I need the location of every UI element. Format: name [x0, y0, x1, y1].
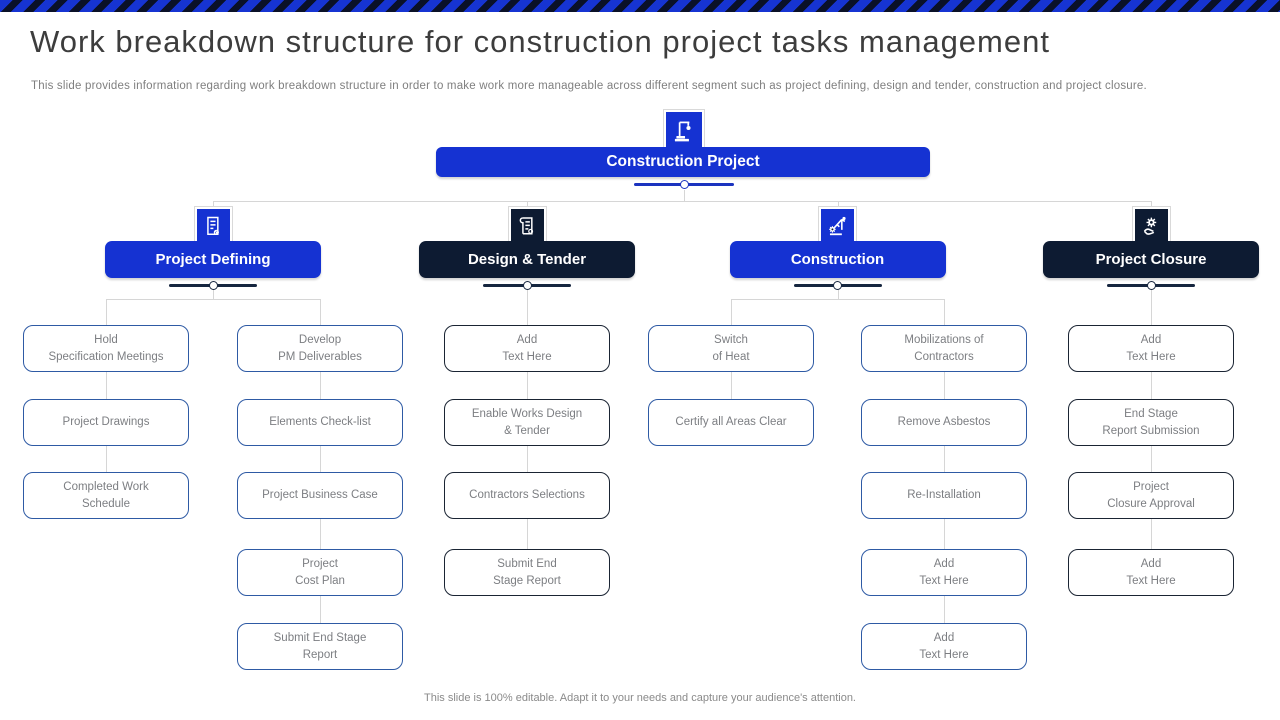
task-box-label: Project Business Case [262, 489, 378, 502]
connector-line [837, 288, 839, 299]
task-box[interactable]: End Stage Report Submission [1068, 399, 1234, 446]
task-box[interactable]: Remove Asbestos [861, 399, 1027, 446]
task-box[interactable]: Project Cost Plan [237, 549, 403, 596]
task-box[interactable]: Add Text Here [1068, 325, 1234, 372]
task-box-label: Elements Check-list [269, 416, 371, 429]
branch-header-label: Project Closure [1095, 251, 1207, 268]
task-box-label: Submit End Stage Report [493, 558, 561, 587]
task-box-label: Add Text Here [1126, 334, 1176, 363]
task-box[interactable]: Completed Work Schedule [23, 472, 189, 519]
document-pen-icon [194, 207, 232, 244]
task-box-label: Switch of Heat [712, 334, 750, 363]
task-box[interactable]: Add Text Here [861, 623, 1027, 670]
task-box-label: Add Text Here [1126, 558, 1176, 587]
task-box-label: Mobilizations of Contractors [904, 334, 984, 363]
branch-header-label: Construction [790, 251, 885, 268]
top-stripe-bar [0, 0, 1280, 12]
task-box-label: Project Cost Plan [295, 558, 345, 587]
root-node-label: Construction Project [606, 153, 760, 170]
task-box[interactable]: Contractors Selections [444, 472, 610, 519]
task-box-label: Add Text Here [502, 334, 552, 363]
connector-line [106, 299, 320, 300]
task-box-label: Add Text Here [919, 632, 969, 661]
branch-stub-line [1151, 201, 1152, 207]
slide-subtitle: This slide provides information regardin… [31, 80, 1147, 92]
task-box-label: End Stage Report Submission [1102, 408, 1200, 437]
connector-node-dot [679, 180, 689, 189]
branch-header-label: Project Defining [155, 251, 271, 268]
task-box[interactable]: Add Text Here [861, 549, 1027, 596]
task-box-label: Contractors Selections [469, 489, 585, 502]
task-box[interactable]: Certify all Areas Clear [648, 399, 814, 446]
task-box[interactable]: Enable Works Design & Tender [444, 399, 610, 446]
task-box-label: Certify all Areas Clear [675, 416, 787, 429]
task-box[interactable]: Add Text Here [444, 325, 610, 372]
crane-icon [664, 110, 704, 150]
task-box-label: Hold Specification Meetings [48, 334, 164, 363]
task-box[interactable]: Add Text Here [1068, 549, 1234, 596]
task-box[interactable]: Re-Installation [861, 472, 1027, 519]
connector-line [213, 288, 214, 299]
branch-stub-line [837, 201, 839, 207]
branch-stub-line [527, 201, 528, 207]
connector-line [106, 299, 107, 496]
task-box[interactable]: Project Drawings [23, 399, 189, 446]
branch-header-project-defining[interactable]: Project Defining [105, 241, 321, 278]
branch-header-project-closure[interactable]: Project Closure [1043, 241, 1259, 278]
task-box[interactable]: Submit End Stage Report [237, 623, 403, 670]
task-box[interactable]: Develop PM Deliverables [237, 325, 403, 372]
connector-node-dot [833, 281, 842, 290]
crane-gear-icon [819, 207, 856, 244]
task-box-label: Remove Asbestos [897, 416, 991, 429]
slide-title: Work breakdown structure for constructio… [30, 24, 1050, 59]
task-box-label: Submit End Stage Report [273, 632, 367, 661]
task-box[interactable]: Project Business Case [237, 472, 403, 519]
branch-stub-line [213, 201, 214, 207]
root-drop-line [684, 190, 685, 201]
hand-gear-icon [1132, 207, 1170, 244]
connector-node-dot [208, 281, 218, 290]
task-box-label: Completed Work Schedule [63, 481, 149, 510]
branch-header-construction[interactable]: Construction [729, 241, 946, 278]
connector-node-dot [522, 281, 532, 290]
task-box[interactable]: Switch of Heat [648, 325, 814, 372]
task-box[interactable]: Submit End Stage Report [444, 549, 610, 596]
task-box-label: Add Text Here [919, 558, 969, 587]
branch-header-design-tender[interactable]: Design & Tender [419, 241, 635, 278]
root-node-construction-project[interactable]: Construction Project [436, 147, 930, 177]
task-box-label: Enable Works Design & Tender [471, 408, 583, 437]
scroll-icon [508, 207, 546, 244]
task-box-label: Re-Installation [907, 489, 981, 502]
connector-line [731, 299, 944, 300]
task-box[interactable]: Elements Check-list [237, 399, 403, 446]
task-box-label: Develop PM Deliverables [278, 334, 362, 363]
task-box-label: Project Closure Approval [1107, 481, 1195, 510]
task-box[interactable]: Project Closure Approval [1068, 472, 1234, 519]
task-box[interactable]: Mobilizations of Contractors [861, 325, 1027, 372]
footer-note: This slide is 100% editable. Adapt it to… [424, 692, 856, 704]
task-box[interactable]: Hold Specification Meetings [23, 325, 189, 372]
main-branch-line [213, 201, 1151, 202]
task-box-label: Project Drawings [62, 416, 150, 429]
branch-header-label: Design & Tender [467, 251, 587, 268]
connector-node-dot [1146, 281, 1156, 290]
